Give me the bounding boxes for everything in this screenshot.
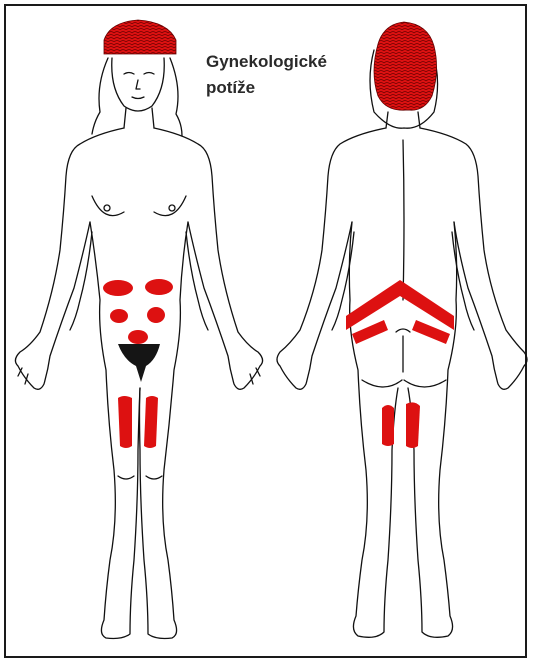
back-sacrum-mark — [396, 329, 410, 332]
back-left-thigh-zone — [382, 405, 394, 446]
diagram-title: Gynekologické potíže — [206, 49, 327, 101]
front-groin-left-zone — [110, 309, 128, 323]
front-inner-arms — [70, 232, 208, 330]
back-lower-back-chevron-zone — [346, 280, 454, 330]
front-lower-abdomen-left-zone — [103, 280, 133, 296]
back-head-zone — [374, 22, 437, 110]
back-left-sacral-zone — [352, 320, 388, 344]
front-left-arm-outline — [15, 128, 124, 389]
front-hair-outline — [92, 58, 182, 136]
back-figure — [277, 50, 527, 637]
front-pubic-hair — [118, 344, 160, 382]
title-line-2: potíže — [206, 75, 327, 101]
front-face-outline — [112, 58, 165, 111]
front-right-arm-outline — [154, 128, 263, 389]
title-line-1: Gynekologické — [206, 49, 327, 75]
front-right-nipple — [169, 205, 175, 211]
front-left-inner-thigh-zone — [118, 396, 132, 448]
front-right-inner-thigh-zone — [144, 396, 158, 448]
front-left-nipple — [104, 205, 110, 211]
front-lower-abdomen-right-zone — [145, 279, 173, 295]
front-head-band-zone — [104, 20, 176, 54]
front-nose-mouth — [132, 80, 144, 99]
back-spine — [403, 140, 404, 300]
front-pubic-zone — [128, 330, 148, 344]
front-groin-right-zone — [147, 307, 165, 323]
back-buttocks — [362, 336, 446, 387]
front-eyes — [124, 73, 154, 75]
back-right-thigh-zone — [406, 402, 420, 448]
back-right-arm-outline — [420, 128, 527, 389]
back-left-arm-outline — [277, 128, 386, 389]
